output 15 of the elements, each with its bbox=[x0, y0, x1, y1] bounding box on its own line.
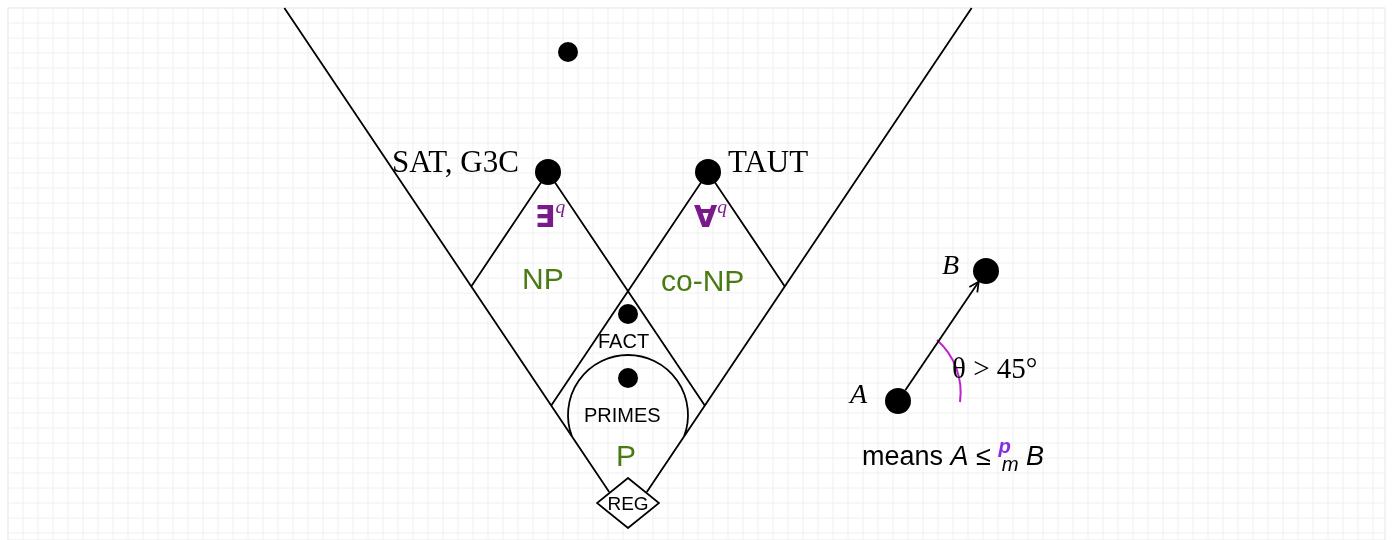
problem-label: B bbox=[942, 251, 960, 279]
problem-label: FACT bbox=[598, 331, 650, 351]
reduction-legend: means A ≤ $^{p}$$_{m}$ B bbox=[862, 436, 1045, 475]
problem-label: PRIMES bbox=[584, 405, 661, 425]
quantifier-label: ∀$^{q}$ bbox=[694, 197, 727, 232]
quantifier-label: ∃$^{q}$ bbox=[535, 197, 566, 232]
reg-diamond bbox=[596, 477, 660, 529]
class-label: NP bbox=[522, 264, 564, 294]
problem-label: TAUT bbox=[728, 146, 809, 177]
class-label: P bbox=[616, 441, 636, 471]
class-label: co-NP bbox=[661, 266, 745, 296]
problem-label: SAT, G3C bbox=[392, 146, 519, 177]
reduction-arrow bbox=[904, 280, 980, 392]
problem-label: A bbox=[850, 380, 868, 408]
class-label: REG bbox=[607, 493, 649, 513]
